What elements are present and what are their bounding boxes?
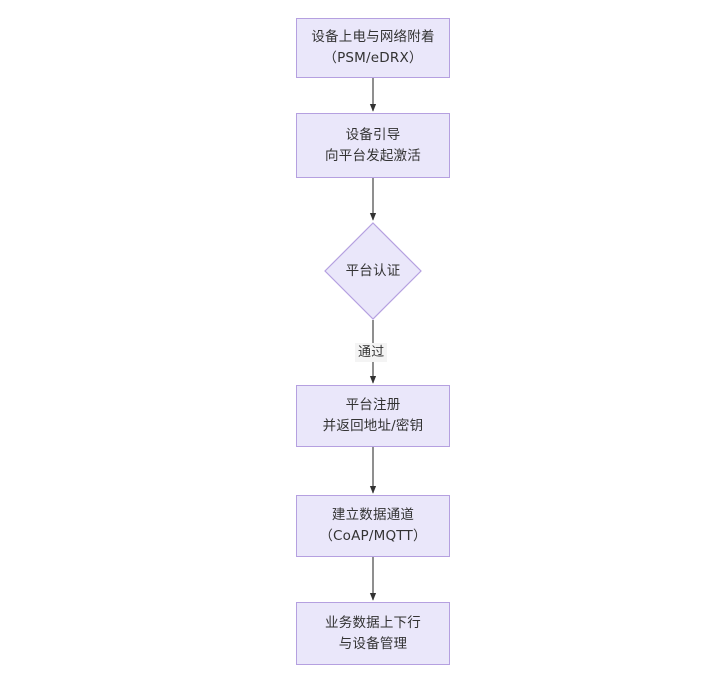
node-text-line: （PSM/eDRX） xyxy=(323,50,423,66)
node-platform-authentication[interactable]: 平台认证 xyxy=(324,222,422,320)
node-text-line: 建立数据通道 xyxy=(331,507,415,523)
node-text-line: 设备引导 xyxy=(345,126,401,143)
diamond-shape xyxy=(324,222,422,320)
node-text-line: 与设备管理 xyxy=(338,635,408,652)
node-business-data-and-device-management[interactable]: 业务数据上下行 与设备管理 xyxy=(296,602,450,665)
node-text-line: 业务数据上下行 xyxy=(325,614,421,631)
node-text-line: （CoAP/MQTT） xyxy=(319,528,427,544)
node-device-bootstrap[interactable]: 设备引导 向平台发起激活 xyxy=(296,113,450,178)
edge-label-pass: 通过 xyxy=(355,343,388,362)
node-text-line: 并返回地址/密钥 xyxy=(322,418,424,434)
node-text-line: 设备上电与网络附着 xyxy=(311,29,435,45)
node-text-line: 向平台发起激活 xyxy=(325,147,421,164)
node-platform-registration[interactable]: 平台注册 并返回地址/密钥 xyxy=(296,385,450,447)
node-text-line: 平台注册 xyxy=(345,397,401,413)
node-text-line: 平台认证 xyxy=(345,263,401,279)
node-establish-data-channel[interactable]: 建立数据通道 （CoAP/MQTT） xyxy=(296,495,450,557)
node-device-power-on[interactable]: 设备上电与网络附着 （PSM/eDRX） xyxy=(296,18,450,78)
